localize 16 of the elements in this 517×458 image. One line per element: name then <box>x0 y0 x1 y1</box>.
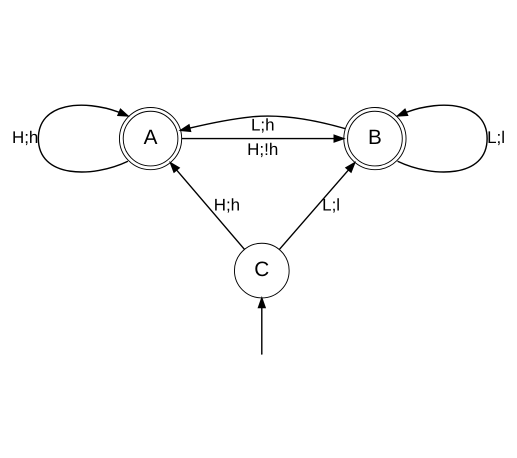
arrow <box>396 104 488 172</box>
arrow <box>258 296 266 353</box>
edge-label: L;l <box>487 127 506 146</box>
edge-label: L;l <box>322 195 340 214</box>
node-circle: A <box>118 106 182 170</box>
arrow <box>178 114 346 132</box>
edge-label: H;h <box>214 195 240 214</box>
edge-label: H;h <box>12 127 38 146</box>
edge-label: L;h <box>250 114 275 134</box>
arrow <box>169 160 245 250</box>
edge-label: H;!h <box>247 140 278 158</box>
node-circle: C <box>234 242 290 298</box>
arrow <box>182 134 346 142</box>
node-circle: B <box>343 106 407 170</box>
arrow <box>38 104 130 172</box>
arrow <box>278 160 356 250</box>
